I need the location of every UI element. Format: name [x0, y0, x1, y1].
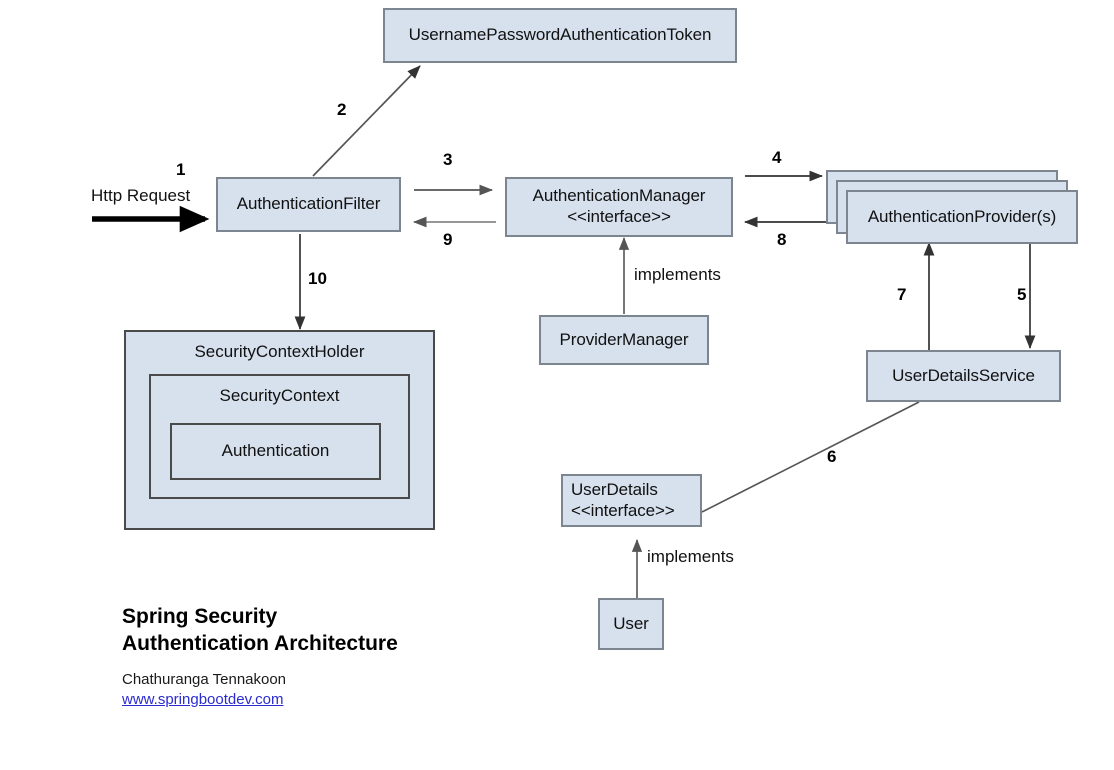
node-user-details[interactable]: UserDetails <<interface>> — [561, 474, 702, 527]
connector-step-6 — [701, 401, 920, 513]
authentication-label: Authentication — [221, 441, 330, 460]
node-label: ProviderManager — [559, 329, 689, 349]
node-label: User — [613, 613, 649, 633]
node-authentication-filter[interactable]: AuthenticationFilter — [216, 177, 401, 232]
step-number-6: 6 — [827, 447, 837, 466]
step-number-7: 7 — [897, 285, 907, 304]
label-http-request: Http Request — [91, 186, 191, 205]
node-authentication-manager[interactable]: AuthenticationManager <<interface>> — [505, 177, 733, 237]
title-block: Spring Security Authentication Architect… — [122, 604, 542, 710]
diagram-title-line-2: Authentication Architecture — [122, 631, 398, 655]
label-implements-user-details: implements — [647, 547, 734, 566]
node-label: UserDetails <<interface>> — [571, 479, 675, 520]
website-link[interactable]: www.springbootdev.com — [122, 691, 284, 708]
node-label: AuthenticationManager <<interface>> — [532, 186, 706, 226]
security-context-holder-label: SecurityContextHolder — [194, 342, 365, 361]
step-number-10: 10 — [308, 269, 327, 288]
node-label: UserDetailsService — [892, 365, 1035, 385]
step-number-3: 3 — [443, 150, 453, 169]
node-authentication[interactable] — [170, 423, 381, 480]
node-provider-manager[interactable]: ProviderManager — [539, 315, 709, 365]
node-authentication-provider[interactable]: AuthenticationProvider(s) — [846, 190, 1078, 244]
node-user[interactable]: User — [598, 598, 664, 650]
node-user-details-service[interactable]: UserDetailsService — [866, 350, 1061, 402]
step-number-9: 9 — [443, 230, 453, 249]
node-username-password-authentication-token[interactable]: UsernamePasswordAuthenticationToken — [383, 8, 737, 63]
diagram-title-line-1: Spring Security — [122, 605, 278, 628]
step-number-4: 4 — [772, 148, 782, 167]
label-implements-provider-manager: implements — [634, 265, 721, 284]
node-label: UsernamePasswordAuthenticationToken — [408, 25, 712, 45]
security-context-label: SecurityContext — [219, 386, 340, 405]
author-name: Chathuranga Tennakoon — [122, 670, 287, 688]
node-label: AuthenticationProvider(s) — [867, 206, 1057, 226]
step-number-2: 2 — [337, 100, 347, 119]
step-number-1: 1 — [176, 160, 186, 179]
node-label: AuthenticationFilter — [236, 194, 381, 214]
arrow-step-2 — [312, 65, 421, 177]
step-number-8: 8 — [777, 230, 787, 249]
step-number-5: 5 — [1017, 285, 1027, 304]
